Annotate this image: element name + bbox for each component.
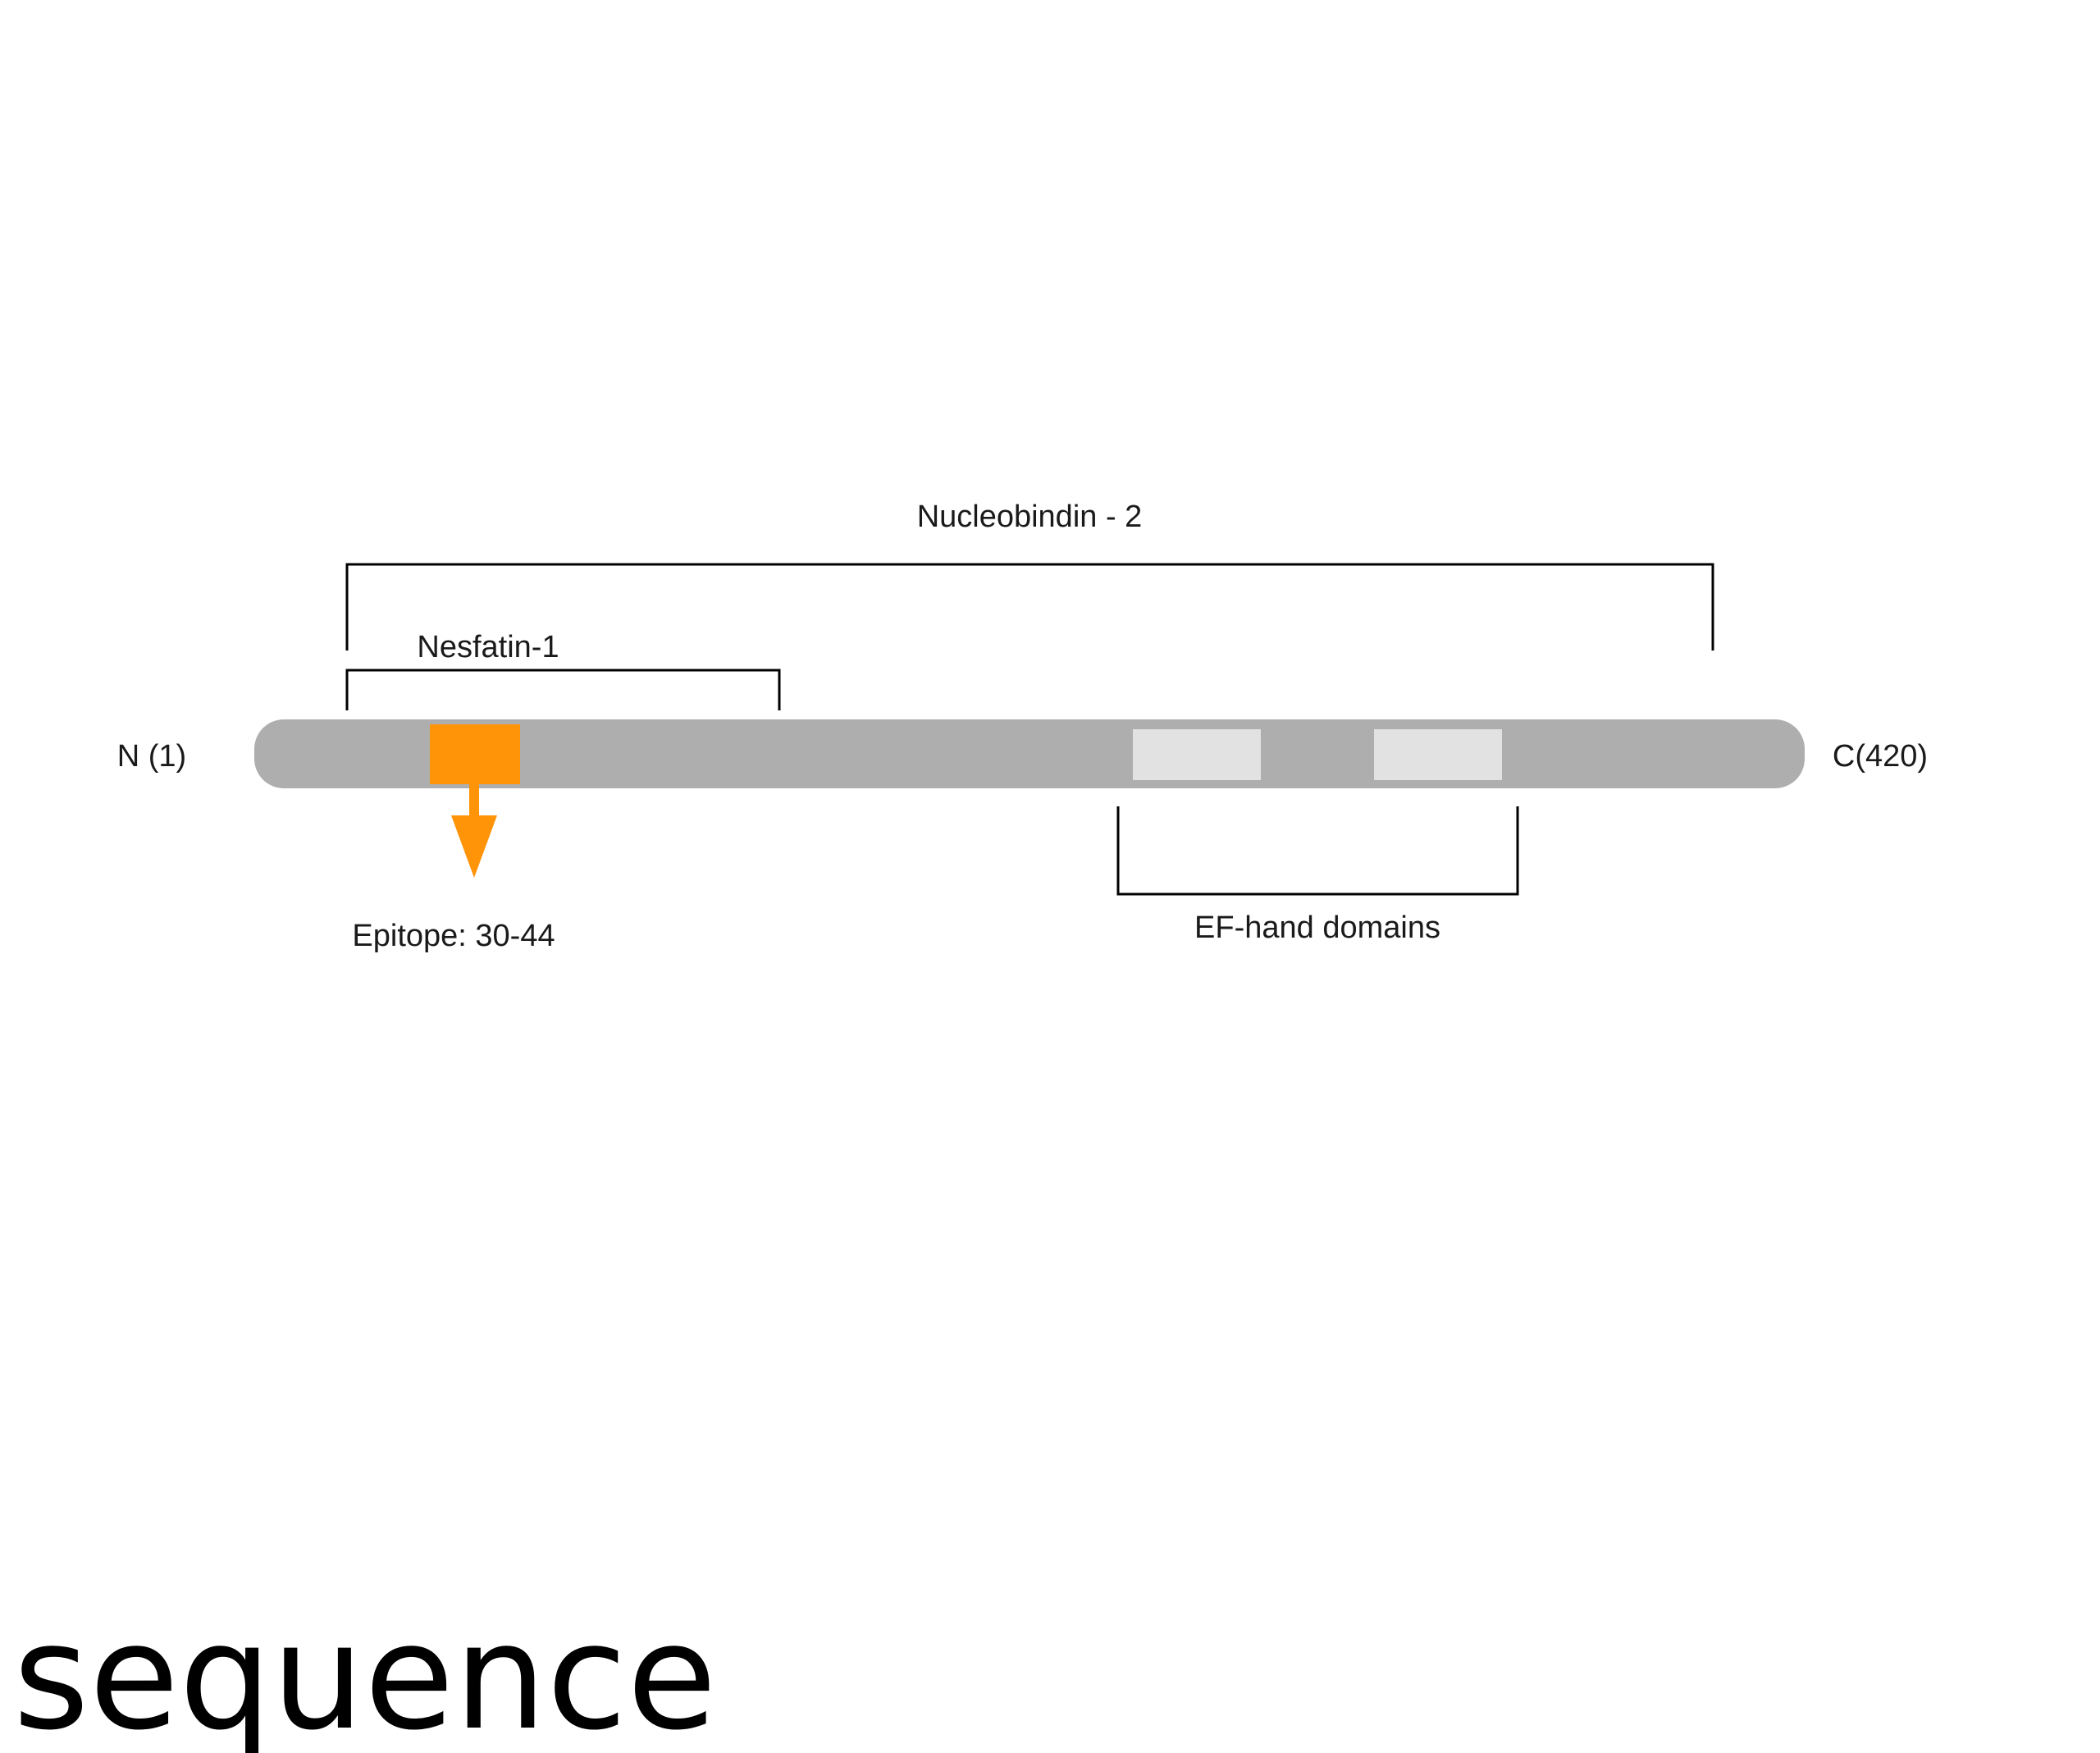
epitope-label: Epitope: 30-44 bbox=[352, 919, 555, 953]
footer-word: sequence bbox=[13, 1592, 717, 1753]
nesfatin-label: Nesfatin-1 bbox=[417, 630, 559, 664]
ef-hand-domain-box-2 bbox=[1374, 729, 1502, 780]
nucleobindin-bracket bbox=[345, 563, 1714, 651]
ef-hand-bracket bbox=[1116, 806, 1519, 896]
c-terminus-label: C(420) bbox=[1833, 739, 1928, 774]
epitope-arrow-shaft bbox=[469, 784, 479, 817]
n-terminus-label: N (1) bbox=[117, 739, 186, 774]
ef-hand-label: EF-hand domains bbox=[1194, 911, 1440, 945]
ef-hand-domain-box-1 bbox=[1133, 729, 1261, 780]
epitope-arrow-head bbox=[451, 815, 497, 878]
epitope-box bbox=[430, 724, 520, 784]
nucleobindin-label: Nucleobindin - 2 bbox=[917, 500, 1143, 534]
nesfatin-bracket bbox=[345, 669, 781, 710]
